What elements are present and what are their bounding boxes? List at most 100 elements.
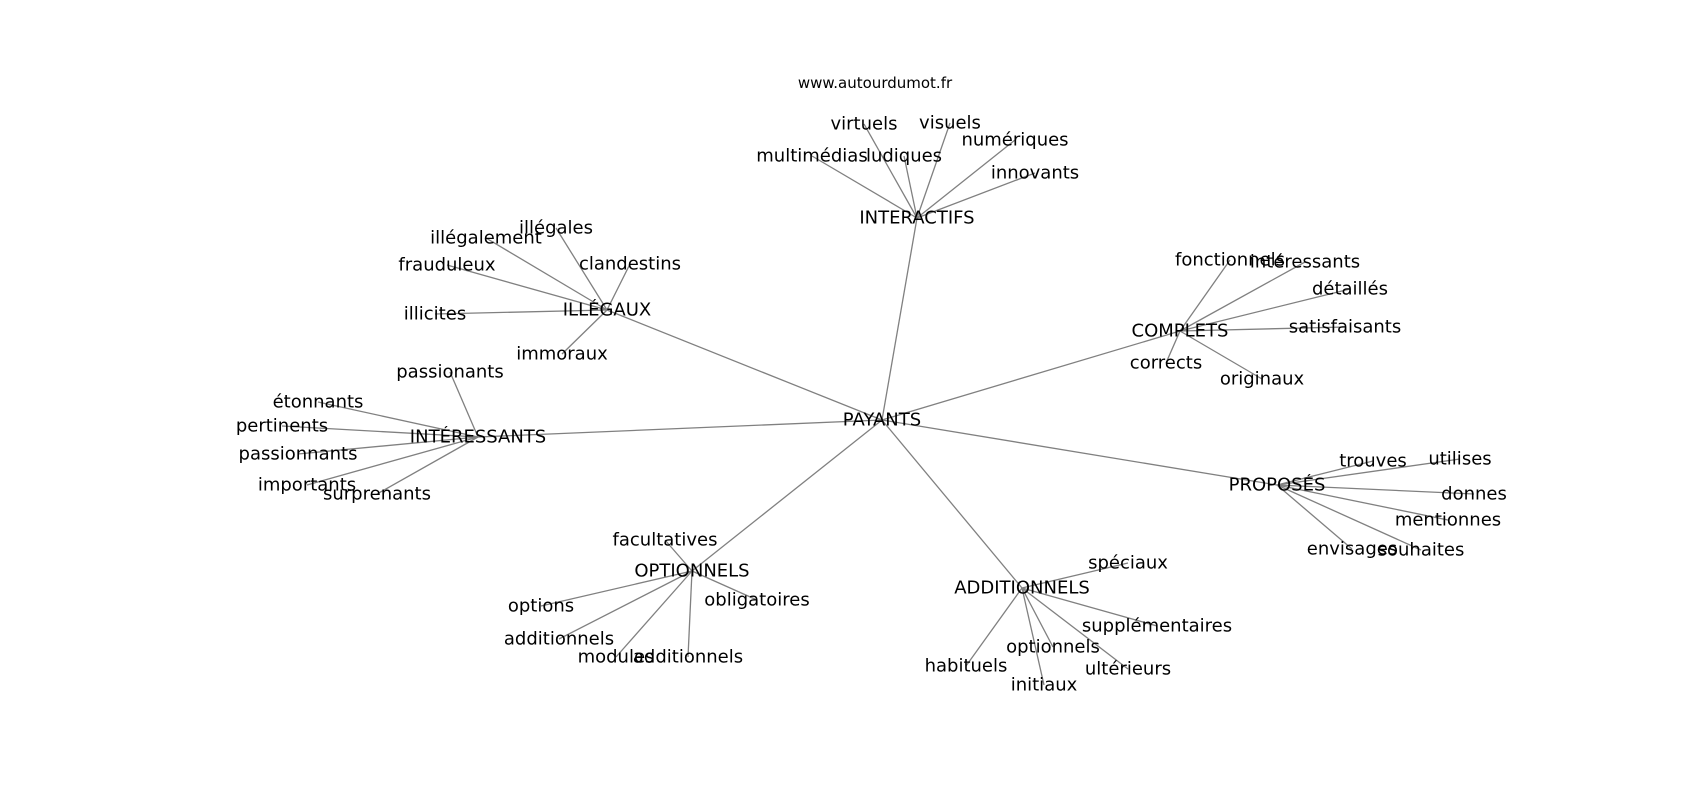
- edge-complets-originaux: [1179, 330, 1263, 380]
- leaf-node-immoraux: immoraux: [516, 344, 608, 365]
- edge-payants-interessants: [477, 419, 883, 438]
- edge-illegaux-illegales: [555, 227, 608, 311]
- edges: [281, 122, 1475, 686]
- edge-interactifs-multimedias: [811, 155, 918, 219]
- hub-node-illegaux: ILLÉGAUX: [563, 299, 652, 321]
- leaf-node-initiaux: initiaux: [1011, 675, 1078, 696]
- leaf-node-passionants: passionants: [396, 362, 504, 383]
- leaf-node-visuels: visuels: [919, 113, 981, 134]
- leaf-node-fonctionnels: fonctionnels: [1175, 250, 1285, 271]
- edge-optionnels-modules: [615, 570, 693, 658]
- edge-proposes-utilises: [1276, 458, 1461, 486]
- edge-additionnels-habituels: [965, 587, 1023, 667]
- leaf-node-importants: importants: [258, 475, 356, 496]
- leaf-node-habituels: habituels: [925, 656, 1008, 677]
- leaf-node-satisfaisants: satisfaisants: [1289, 317, 1401, 338]
- leaf-node-speciaux: spéciaux: [1088, 553, 1168, 574]
- leaf-node-clandestins: clandestins: [579, 254, 681, 275]
- hub-node-interessants: INTÉRESSANTS: [410, 426, 546, 448]
- leaf-node-pertinents: pertinents: [236, 416, 328, 437]
- edge-complets-corrects: [1165, 330, 1181, 364]
- leaf-node-numeriques: numériques: [961, 130, 1068, 151]
- hub-node-additionnels: ADDITIONNELS: [954, 578, 1090, 599]
- edge-proposes-trouves: [1276, 460, 1374, 486]
- hub-node-proposes: PROPOSÉS: [1229, 474, 1326, 496]
- labels: www.autourdumot.fr PAYANTS INTERACTIFS vir…: [236, 74, 1507, 696]
- leaf-node-trouves: trouves: [1339, 451, 1407, 472]
- edge-illegaux-clandestins: [606, 263, 631, 311]
- leaf-node-additionnels: additionnels: [504, 629, 614, 650]
- edge-payants-optionnels: [691, 419, 883, 572]
- edge-interactifs-numeriques: [916, 139, 1016, 219]
- edge-additionnels-ulterieurs: [1021, 587, 1129, 670]
- leaf-node-ulterieurs: ultérieurs: [1085, 659, 1171, 680]
- edge-interactifs-visuels: [916, 122, 951, 219]
- edge-interessants-importants: [306, 436, 479, 486]
- edge-payants-illegaux: [606, 309, 883, 421]
- site-watermark: www.autourdumot.fr: [798, 74, 953, 92]
- leaf-node-mentionnes: mentionnes: [1395, 510, 1501, 531]
- edge-illegaux-frauduleux: [446, 264, 608, 311]
- leaf-node-envisages: envisages: [1307, 539, 1397, 560]
- center-node-label: PAYANTS: [843, 410, 921, 431]
- edge-optionnels-options: [540, 570, 693, 607]
- edge-complets-detailles: [1179, 288, 1351, 332]
- edge-interessants-surprenants: [376, 436, 479, 495]
- leaf-node-additionnels: additionnels: [633, 647, 743, 668]
- edge-proposes-donnes: [1276, 484, 1475, 495]
- hub-node-optionnels: OPTIONNELS: [634, 561, 749, 582]
- edge-payants-proposes: [881, 419, 1278, 486]
- edge-proposes-souhaites: [1276, 484, 1422, 551]
- edge-optionnels-facultatives: [664, 539, 693, 572]
- edge-interactifs-ludiques: [903, 155, 918, 219]
- edge-proposes-envisages: [1276, 484, 1353, 550]
- edge-additionnels-supplementaires: [1021, 587, 1158, 627]
- edge-additionnels-initiaux: [1021, 587, 1045, 686]
- edge-payants-complets: [881, 330, 1181, 421]
- leaf-node-options: options: [508, 596, 574, 617]
- leaf-node-souhaites: souhaites: [1378, 540, 1465, 561]
- edge-interactifs-virtuels: [863, 123, 918, 219]
- edge-payants-additionnels: [881, 419, 1023, 589]
- edge-optionnels-additionnels: [687, 570, 693, 658]
- edge-interessants-passionants: [449, 371, 479, 438]
- leaf-node-corrects: corrects: [1130, 353, 1202, 374]
- edge-complets-fonctionnels: [1179, 259, 1231, 332]
- leaf-node-utilises: utilises: [1428, 449, 1491, 470]
- leaf-node-illegales: illégales: [519, 218, 593, 239]
- leaf-node-optionnels: optionnels: [1006, 637, 1100, 658]
- edge-interactifs-innovants: [916, 172, 1036, 219]
- leaf-node-virtuels: virtuels: [831, 114, 898, 135]
- hub-node-complets: COMPLETS: [1132, 321, 1229, 342]
- edge-additionnels-optionnels: [1021, 587, 1054, 648]
- leaf-node-frauduleux: frauduleux: [398, 255, 495, 276]
- edge-complets-interessants: [1179, 261, 1306, 332]
- edge-illegaux-illegalement: [485, 237, 608, 311]
- leaf-node-obligatoires: obligatoires: [704, 590, 809, 611]
- edge-illegaux-illicites: [434, 309, 608, 315]
- hub-node-interactifs: INTERACTIFS: [859, 208, 974, 229]
- leaf-node-illegalement: illégalement: [430, 228, 542, 249]
- leaf-node-donnes: donnes: [1441, 484, 1507, 505]
- leaf-node-passionnants: passionnants: [239, 444, 358, 465]
- leaf-node-facultatives: facultatives: [613, 530, 718, 551]
- leaf-node-originaux: originaux: [1220, 369, 1305, 390]
- edge-payants-interactifs: [881, 217, 918, 421]
- edge-interessants-etonnants: [317, 401, 479, 438]
- edge-illegaux-immoraux: [561, 309, 608, 355]
- leaf-node-detailles: détaillés: [1312, 279, 1388, 300]
- leaf-node-etonnants: étonnants: [273, 392, 364, 413]
- leaf-node-multimedias: multimédias: [756, 146, 867, 167]
- edge-proposes-mentionnes: [1276, 484, 1449, 521]
- leaf-node-interessants: intéressants: [1250, 252, 1360, 273]
- edge-optionnels-obligatoires: [691, 570, 758, 601]
- leaf-node-illicites: illicites: [404, 304, 466, 325]
- leaf-node-supplementaires: supplémentaires: [1082, 616, 1232, 637]
- leaf-node-innovants: innovants: [991, 163, 1079, 184]
- leaf-node-ludiques: ludiques: [866, 146, 942, 167]
- leaf-node-modules: modules: [578, 647, 655, 668]
- edge-optionnels-additionnels: [558, 570, 693, 640]
- edge-interessants-passionnants: [297, 436, 479, 455]
- edge-interessants-pertinents: [281, 425, 479, 438]
